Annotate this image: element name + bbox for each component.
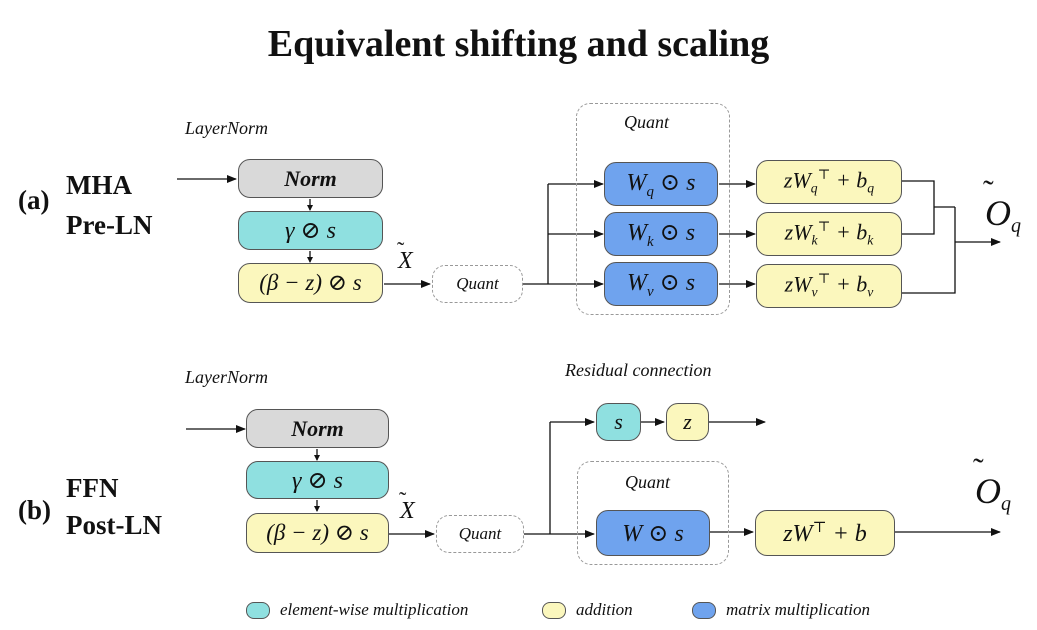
ffn-bias-box: zW⊤ + b [755,510,895,556]
legend-addition: addition [542,599,633,621]
layernorm-label-a: LayerNorm [185,118,269,138]
output-oq-b: ˜Oq [973,451,1011,515]
quant-box-b: Quant [436,515,524,553]
wq-box: Wq ⊙ s [604,162,718,206]
x-tilde-a: ˜X [397,237,413,274]
residual-scale-box: s [596,403,641,441]
legend-element-wise: element-wise multiplication [246,599,468,621]
quant-box-a: Quant [432,265,523,303]
wv-box: Wv ⊙ s [604,262,718,306]
beta-shift-box-b: (β − z) ⊘ s [246,513,389,553]
norm-box-a: Norm [238,159,383,198]
legend-swatch-cyan [246,601,270,619]
v-bias-box: zWv⊤ + bv [756,264,902,308]
w-box: W ⊙ s [596,510,710,556]
section-b-tag: (b) [18,495,51,525]
layernorm-label-b: LayerNorm [185,367,269,387]
legend-element-wise-text: element-wise multiplication [280,600,469,619]
x-tilde-b: ˜X [399,487,415,524]
gamma-scale-box-a: γ ⊘ s [238,211,383,250]
residual-shift-box: z [666,403,709,441]
legend-swatch-yellow [542,601,566,619]
legend-swatch-blue [692,601,716,619]
legend-matrix: matrix multiplication [692,599,870,621]
q-bias-box: zWq⊤ + bq [756,160,902,204]
section-b-line1: FFN [66,473,119,503]
quant-group-b [577,461,729,565]
wk-box: Wk ⊙ s [604,212,718,256]
legend-addition-text: addition [576,600,633,619]
diagram-title: Equivalent shifting and scaling [267,23,770,65]
output-oq-a: ˜Oq [983,173,1021,237]
quant-group-label-b: Quant [625,472,670,492]
residual-connection-label: Residual connection [565,360,712,380]
section-b-line2: Post-LN [66,510,162,540]
norm-box-b: Norm [246,409,389,448]
section-a-tag: (a) [18,185,50,215]
beta-shift-box-a: (β − z) ⊘ s [238,263,383,303]
quant-group-label-a: Quant [624,112,669,132]
section-a-line2: Pre-LN [66,210,153,240]
k-bias-box: zWk⊤ + bk [756,212,902,256]
legend-matrix-text: matrix multiplication [726,600,871,619]
section-a-line1: MHA [66,170,132,200]
gamma-scale-box-b: γ ⊘ s [246,461,389,499]
quant-group-a [576,103,730,315]
